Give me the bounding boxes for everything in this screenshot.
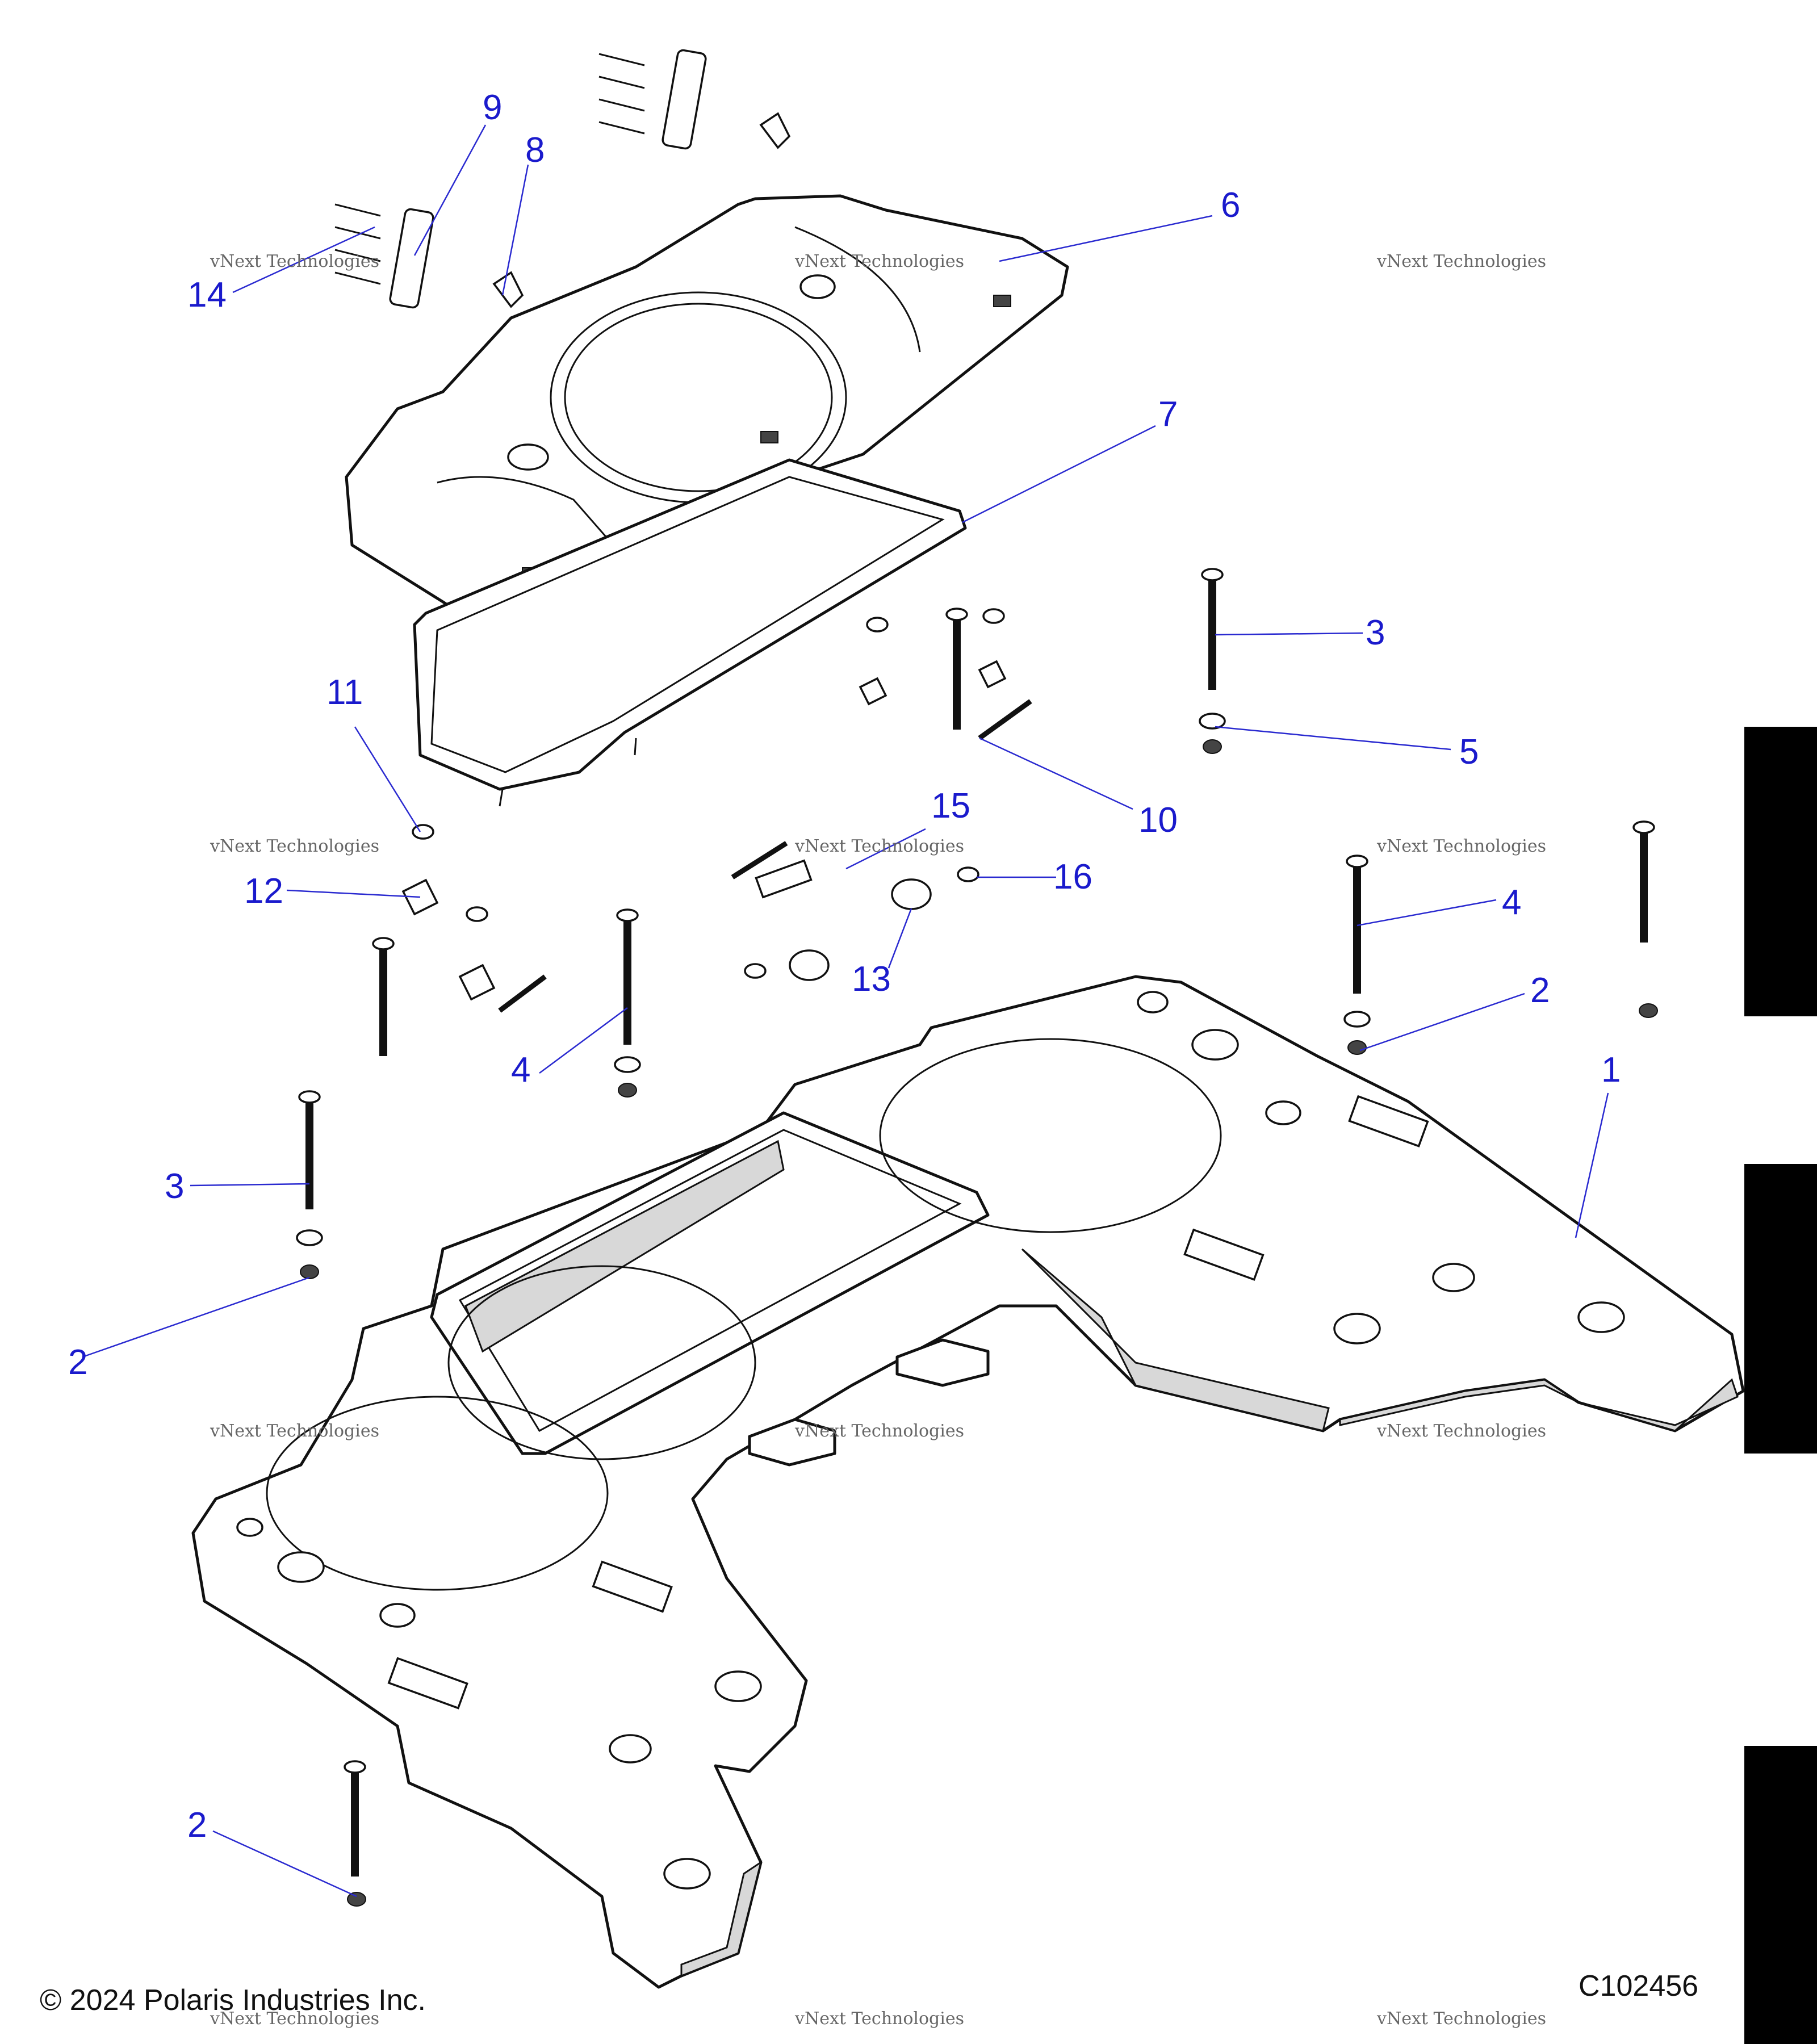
- callout-12: 12: [244, 872, 283, 911]
- svg-text:vNext Technologies: vNext Technologies: [794, 1421, 964, 1441]
- svg-text:vNext Technologies: vNext Technologies: [210, 836, 379, 856]
- section-tab-1: [1744, 727, 1817, 1016]
- hardware-set: [296, 49, 1658, 1907]
- svg-text:vNext Technologies: vNext Technologies: [794, 2009, 964, 2029]
- callout-4: 4: [511, 1050, 530, 1090]
- callout-11: 11: [326, 673, 363, 712]
- nuts-washers: [296, 713, 1658, 1907]
- callout-16: 16: [1053, 857, 1092, 897]
- copyright-text: © 2024 Polaris Industries Inc.: [40, 1984, 426, 2017]
- callout-9: 9: [483, 88, 502, 127]
- callout-3: 3: [165, 1167, 184, 1206]
- callout-1: 1: [1601, 1050, 1621, 1090]
- svg-text:vNext Technologies: vNext Technologies: [210, 252, 379, 271]
- callout-numbers: 1 2 2 2 3 3 4 4 5 6 7 8 9 10 11 12 13 14…: [68, 88, 1621, 1845]
- leader-lines: [82, 124, 1609, 1898]
- svg-text:vNext Technologies: vNext Technologies: [1376, 252, 1546, 271]
- watermarks: vNext Technologies vNext Technologies vN…: [210, 252, 1546, 2029]
- section-tab-2: [1744, 1164, 1817, 1454]
- section-tab-3: [1744, 1746, 1817, 2044]
- callout-6: 6: [1221, 186, 1240, 225]
- callout-3: 3: [1366, 613, 1385, 652]
- svg-text:vNext Technologies: vNext Technologies: [210, 2009, 379, 2029]
- lower-rack-body: [191, 975, 1745, 1989]
- callout-7: 7: [1158, 395, 1178, 434]
- callout-5: 5: [1459, 732, 1479, 772]
- long-bolts: [298, 568, 1655, 1877]
- svg-text:vNext Technologies: vNext Technologies: [794, 836, 964, 856]
- callout-15: 15: [931, 786, 970, 826]
- rack-frame-rail: [413, 458, 967, 807]
- callout-4: 4: [1502, 883, 1521, 922]
- callout-2: 2: [68, 1343, 87, 1382]
- figure-code: C102456: [1579, 1970, 1698, 2003]
- callout-2: 2: [1530, 971, 1550, 1010]
- callout-14: 14: [187, 275, 227, 315]
- svg-text:vNext Technologies: vNext Technologies: [1376, 1421, 1546, 1441]
- svg-text:vNext Technologies: vNext Technologies: [794, 252, 964, 271]
- callout-10: 10: [1138, 801, 1178, 840]
- svg-text:vNext Technologies: vNext Technologies: [1376, 836, 1546, 856]
- callout-13: 13: [852, 960, 891, 999]
- svg-text:vNext Technologies: vNext Technologies: [1376, 2009, 1546, 2029]
- svg-text:vNext Technologies: vNext Technologies: [210, 1421, 379, 1441]
- callout-2: 2: [187, 1806, 207, 1845]
- callout-8: 8: [525, 131, 545, 170]
